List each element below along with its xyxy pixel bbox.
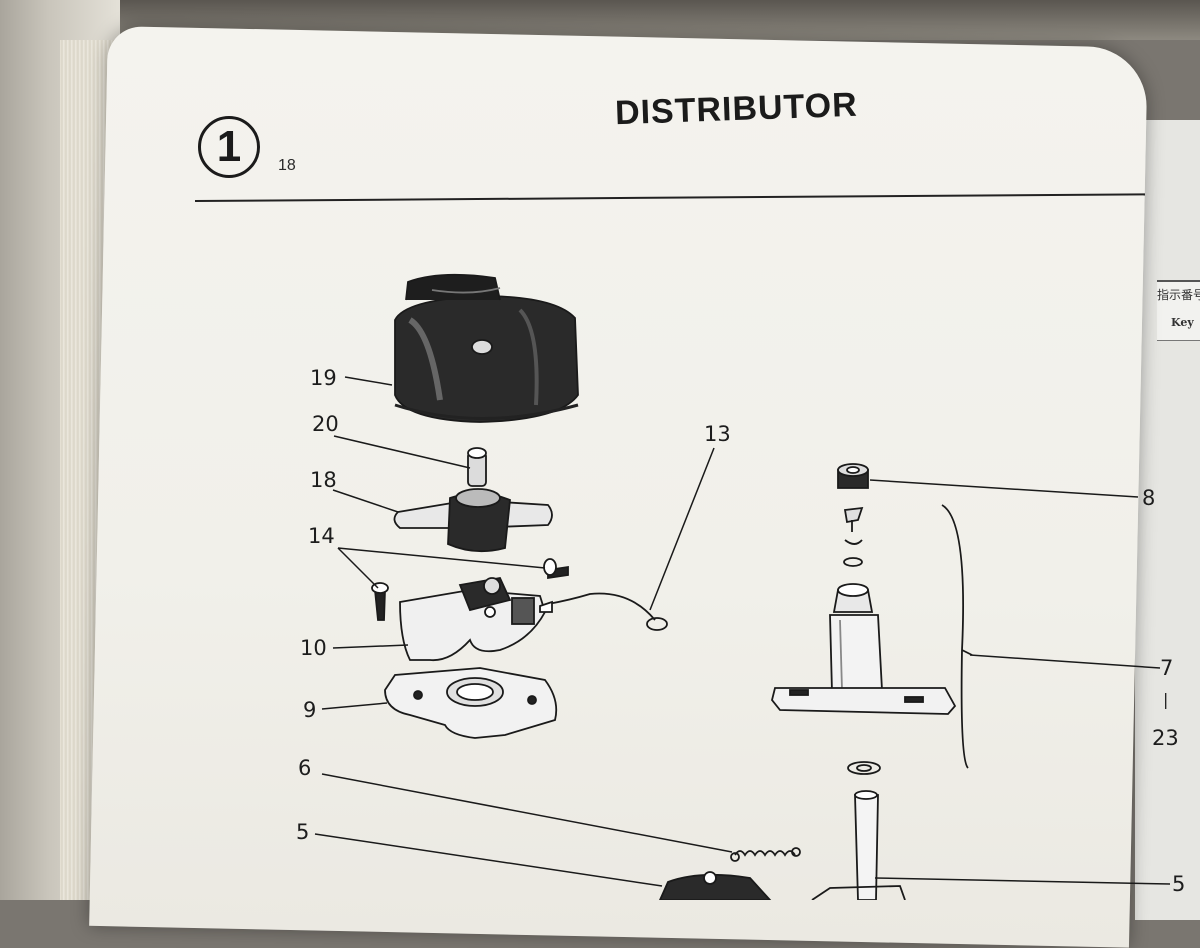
screws-drawing [371,558,569,621]
callout-9: 9 [303,698,317,722]
callout-6: 6 [298,756,312,780]
callout-5-right: 5 [1172,872,1186,896]
callout-13: 13 [704,422,731,446]
cam-assembly-drawing [771,463,957,900]
right-page: 指示番号 Key [1135,120,1200,920]
governor-weight-drawing [659,871,772,900]
right-page-header-jp: 指示番号 [1157,288,1200,302]
callout-10: 10 [300,636,327,660]
distributor-cap-drawing [394,273,579,423]
breaker-plate-drawing [399,576,546,662]
section-number-badge: 1 [198,116,260,178]
callout-7: 7 [1160,656,1174,680]
callout-18: 18 [310,468,337,492]
page-number: 18 [278,157,296,174]
carbon-brush-drawing [467,447,487,487]
callout-8: 8 [1142,486,1156,510]
base-plate-drawing [384,667,558,739]
page-content: 1 18 DISTRIBUTOR [195,86,1186,900]
callout-5-left: 5 [296,820,310,844]
group-bracket [941,504,969,769]
right-page-header-key: Key [1171,316,1194,329]
callout-20: 20 [312,412,339,436]
leader-lines [314,376,1171,887]
spring-drawing [730,847,801,862]
callout-14: 14 [308,524,335,548]
callout-23: 23 [1152,726,1179,750]
rotor-drawing [393,488,553,553]
callout-19: 19 [310,366,337,390]
exploded-parts-diagram [314,273,1171,900]
callout-7-range-dash: | [1163,690,1169,709]
lead-wire-drawing [539,592,668,631]
right-page-table-header: 指示番号 Key [1157,280,1200,341]
